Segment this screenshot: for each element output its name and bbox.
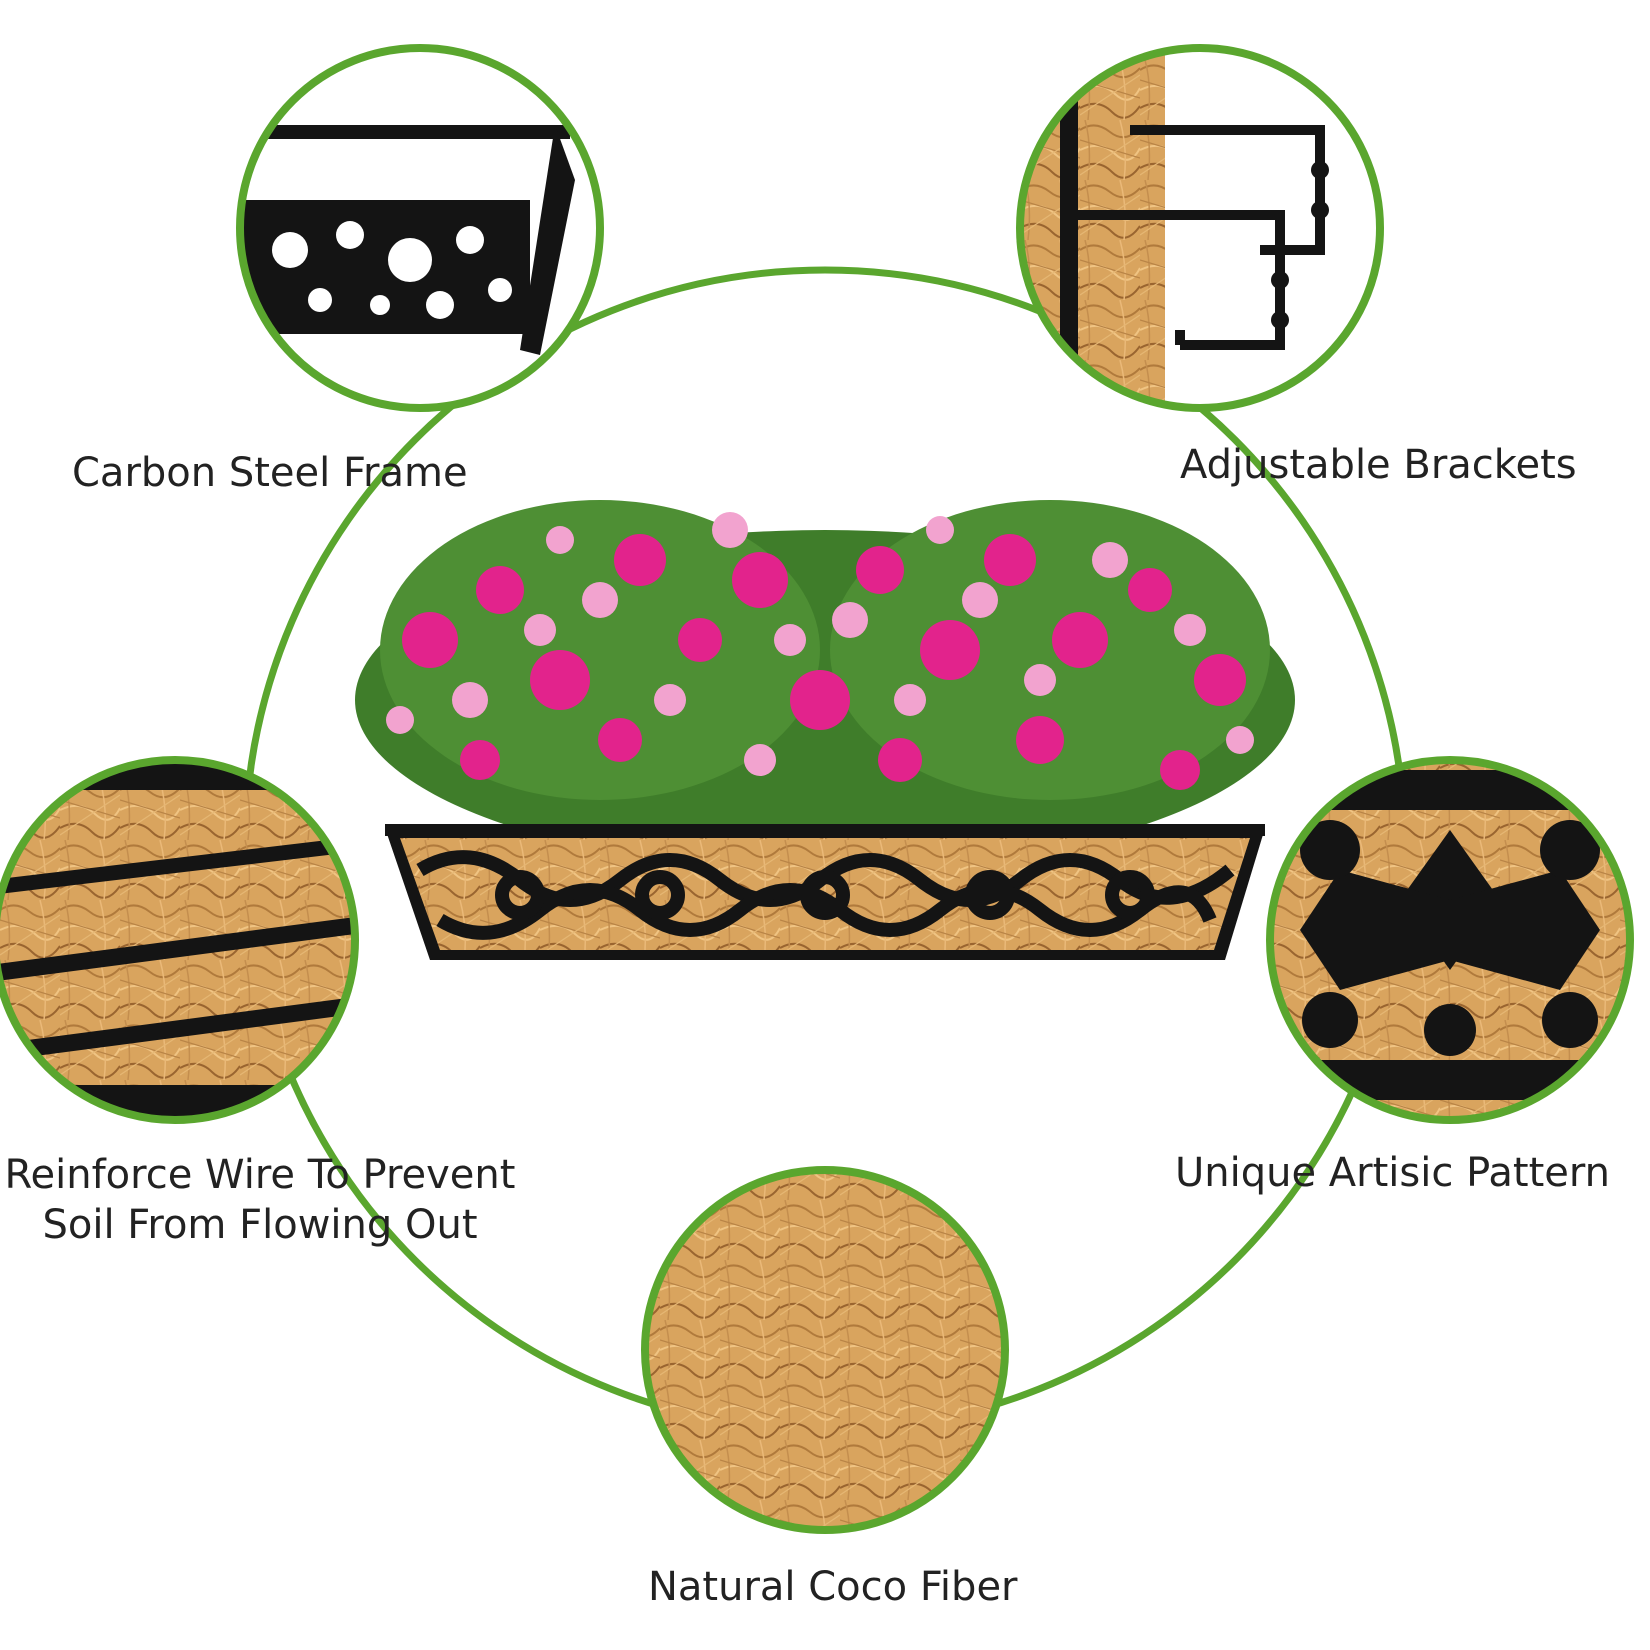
label-coco-fiber: Natural Coco Fiber [648,1564,1018,1610]
label-carbon-steel-frame: Carbon Steel Frame [72,450,468,496]
brackets-detail-circle [1016,44,1384,412]
flower-cluster [402,534,1246,790]
frame-detail-circle [236,44,604,412]
label-reinforce-wire-line1: Reinforce Wire To Prevent [4,1152,516,1198]
label-reinforce-wire-line2: Soil From Flowing Out [42,1202,478,1248]
flower-cluster-light [386,512,1254,776]
label-reinforce-wire: Reinforce Wire To Prevent Soil From Flow… [0,1150,520,1250]
fiber-detail-circle [641,1166,1009,1534]
label-unique-pattern: Unique Artisic Pattern [1175,1150,1610,1196]
product-planter-image [355,500,1295,960]
label-adjustable-brackets: Adjustable Brackets [1180,442,1577,488]
pattern-detail-circle [1266,756,1634,1124]
wire-detail-circle [0,756,359,1124]
planter-scroll-pattern [416,850,1235,940]
